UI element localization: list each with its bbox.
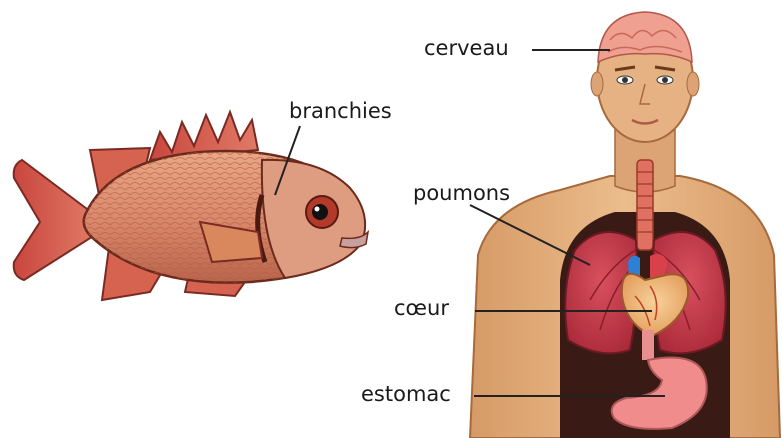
esophagus <box>642 330 654 360</box>
fish-illustration <box>14 112 368 300</box>
trachea <box>637 160 653 250</box>
label-gills: branchies <box>289 101 392 122</box>
label-brain: cerveau <box>424 38 509 59</box>
label-heart: cœur <box>394 298 449 319</box>
label-stomach: estomac <box>361 384 451 405</box>
label-lungs: poumons <box>413 183 510 204</box>
human-illustration <box>470 12 780 438</box>
